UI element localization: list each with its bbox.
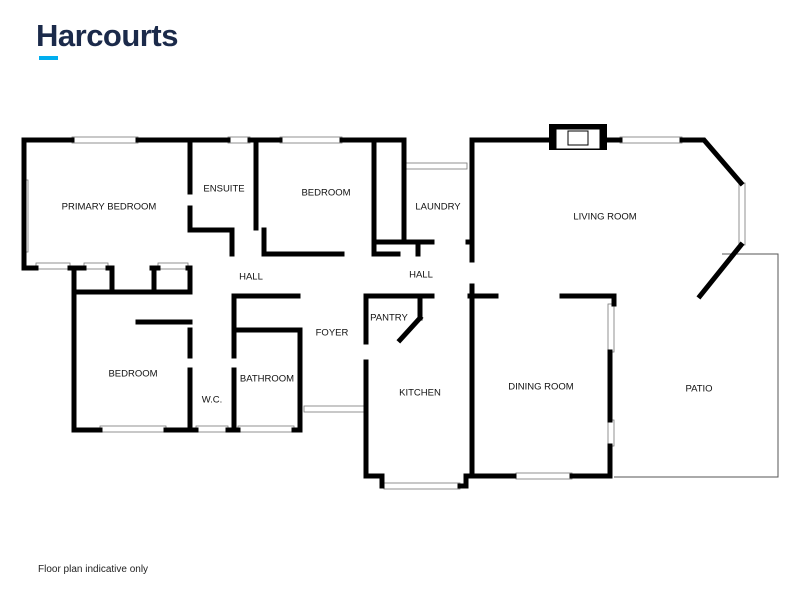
room-label-wc: W.C. bbox=[202, 395, 223, 406]
room-label-bathroom: BATHROOM bbox=[240, 374, 294, 385]
room-label-primary-bedroom: PRIMARY BEDROOM bbox=[62, 202, 157, 213]
brand-logo: Harcourts bbox=[36, 18, 178, 53]
room-label-bedroom-2: BEDROOM bbox=[301, 188, 350, 199]
room-label-patio: PATIO bbox=[685, 384, 712, 395]
room-label-foyer: FOYER bbox=[316, 328, 349, 339]
room-label-kitchen: KITCHEN bbox=[399, 388, 441, 399]
room-label-dining-room: DINING ROOM bbox=[508, 382, 574, 393]
room-label-ensuite: ENSUITE bbox=[203, 184, 244, 195]
patio-outline bbox=[614, 253, 779, 478]
room-label-living-room: LIVING ROOM bbox=[573, 212, 636, 223]
room-label-hall-left: HALL bbox=[239, 272, 263, 283]
brand-logo-accent bbox=[39, 56, 58, 60]
room-label-laundry: LAUNDRY bbox=[415, 202, 461, 213]
room-label-bedroom-3: BEDROOM bbox=[108, 369, 157, 380]
fireplace bbox=[549, 124, 607, 150]
walls bbox=[21, 137, 745, 489]
room-label-pantry: PANTRY bbox=[370, 313, 408, 324]
disclaimer-note: Floor plan indicative only bbox=[38, 564, 149, 575]
room-label-hall-right: HALL bbox=[409, 270, 433, 281]
